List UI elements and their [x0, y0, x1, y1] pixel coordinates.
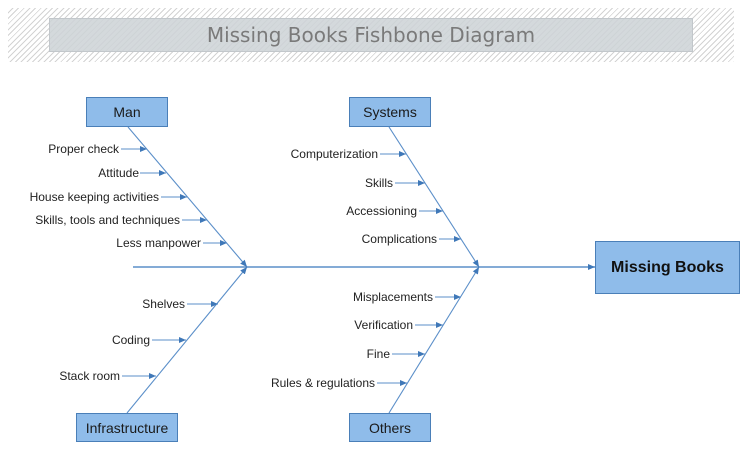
cause-label: Verification: [354, 318, 413, 332]
cause-label: Computerization: [290, 147, 378, 161]
category-label-others: Others: [368, 419, 411, 436]
cause-label: Misplacements: [352, 290, 433, 304]
cause-label: Skills, tools and techniques: [35, 213, 180, 227]
diagram-title: Missing Books Fishbone Diagram: [206, 23, 536, 47]
effect-box[interactable]: Missing Books: [595, 241, 740, 294]
cause-label: Less manpower: [116, 236, 201, 250]
cause-label: Complications: [361, 232, 437, 246]
category-box-others[interactable]: Others: [349, 413, 431, 442]
cause-label: Proper check: [48, 142, 119, 156]
category-box-infrastructure[interactable]: Infrastructure: [76, 413, 178, 442]
cause-label: House keeping activities: [29, 190, 159, 204]
bone-systems: [388, 126, 480, 268]
effect-label: Missing Books: [611, 258, 724, 276]
bone-others: [388, 266, 480, 414]
bone-infrastructure: [126, 266, 248, 414]
cause-label: Rules & regulations: [270, 376, 375, 390]
cause-label: Shelves: [142, 297, 185, 311]
cause-label: Skills: [364, 176, 393, 190]
bone-man: [127, 126, 248, 268]
cause-label: Fine: [366, 347, 390, 361]
cause-label: Attitude: [98, 166, 139, 180]
cause-label: Accessioning: [346, 204, 417, 218]
cause-label: Coding: [111, 333, 150, 347]
category-label-infrastructure: Infrastructure: [85, 419, 169, 436]
category-box-man[interactable]: Man: [86, 97, 168, 127]
category-box-systems[interactable]: Systems: [349, 97, 431, 127]
category-label-systems: Systems: [363, 104, 417, 120]
category-label-man: Man: [113, 104, 141, 120]
title-banner: Missing Books Fishbone Diagram: [49, 18, 693, 52]
cause-label: Stack room: [59, 369, 120, 383]
